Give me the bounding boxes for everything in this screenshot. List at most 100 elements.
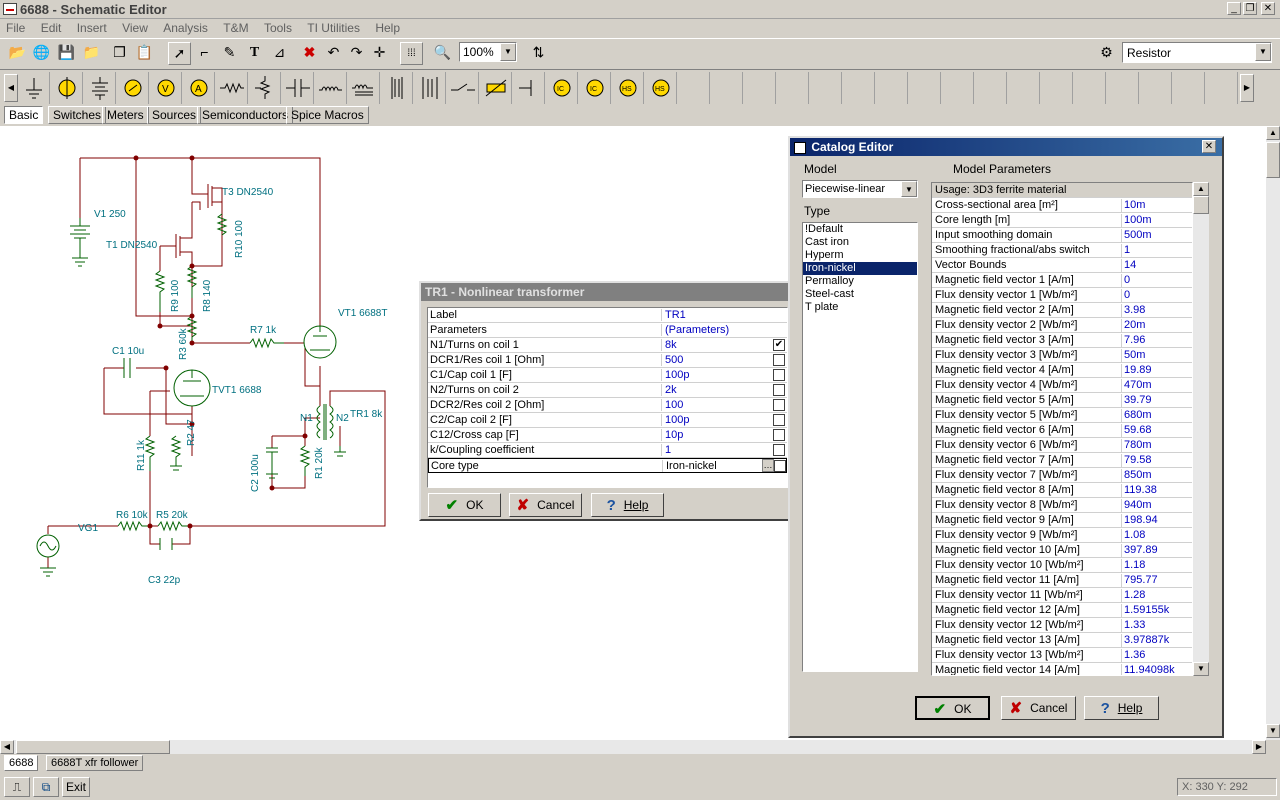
table-row[interactable]: Cross-sectional area [m²]10m bbox=[932, 198, 1192, 213]
hs-source-2-icon[interactable]: HS bbox=[645, 72, 677, 104]
tab-basic[interactable]: Basic bbox=[4, 106, 44, 124]
table-row[interactable]: Magnetic field vector 1 [A/m]0 bbox=[932, 273, 1192, 288]
table-row[interactable]: C12/Cross cap [F]10p bbox=[428, 428, 787, 443]
catalog-ok-button[interactable]: ✔OK bbox=[915, 696, 990, 720]
menu-tools[interactable]: Tools bbox=[263, 21, 292, 35]
param-value[interactable]: 20m bbox=[1121, 319, 1192, 333]
param-value[interactable]: 470m bbox=[1121, 379, 1192, 393]
property-value[interactable]: 8k bbox=[661, 339, 761, 351]
property-checkbox[interactable]: ✔ bbox=[773, 339, 785, 351]
table-row[interactable]: Magnetic field vector 14 [A/m]11.94098k bbox=[932, 663, 1192, 675]
property-value[interactable]: 1 bbox=[661, 444, 761, 456]
param-value[interactable]: 3.97887k bbox=[1121, 634, 1192, 648]
open-icon[interactable]: 📁 bbox=[82, 44, 101, 60]
scroll-down-icon[interactable]: ▼ bbox=[1266, 724, 1280, 738]
chevron-down-icon[interactable]: ▼ bbox=[500, 43, 516, 61]
table-row[interactable]: Magnetic field vector 2 [A/m]3.98 bbox=[932, 303, 1192, 318]
current-controlled-source-icon[interactable]: IC bbox=[546, 72, 578, 104]
menu-insert[interactable]: Insert bbox=[76, 21, 107, 35]
property-checkbox[interactable] bbox=[774, 460, 786, 472]
catalog-cancel-button[interactable]: ✘Cancel bbox=[1001, 696, 1076, 720]
table-row[interactable]: Flux density vector 3 [Wb/m²]50m bbox=[932, 348, 1192, 363]
inductor-core-icon[interactable] bbox=[348, 72, 380, 104]
open-folder-icon[interactable]: 📂 bbox=[8, 44, 27, 60]
menu-analysis[interactable]: Analysis bbox=[163, 21, 208, 35]
param-value[interactable]: 198.94 bbox=[1121, 514, 1192, 528]
param-value[interactable]: 39.79 bbox=[1121, 394, 1192, 408]
menu-edit[interactable]: Edit bbox=[40, 21, 62, 35]
list-item[interactable]: !Default bbox=[805, 223, 843, 235]
delete-icon[interactable]: ✖ bbox=[303, 44, 316, 60]
table-row[interactable]: Flux density vector 8 [Wb/m²]940m bbox=[932, 498, 1192, 513]
scroll-left-icon[interactable]: ◀ bbox=[0, 740, 14, 754]
pencil-icon[interactable]: ✎ bbox=[223, 44, 236, 60]
tab-sources[interactable]: Sources bbox=[147, 106, 202, 124]
core-type-value[interactable]: Iron-nickel bbox=[662, 460, 762, 472]
param-value[interactable]: 1.36 bbox=[1121, 649, 1192, 663]
redo-icon[interactable]: ↷ bbox=[350, 44, 363, 60]
param-value[interactable]: 1.18 bbox=[1121, 559, 1192, 573]
doc-tab-6688t[interactable]: 6688T xfr follower bbox=[46, 755, 144, 771]
list-item[interactable]: Permalloy bbox=[805, 275, 854, 287]
table-row[interactable]: Flux density vector 12 [Wb/m²]1.33 bbox=[932, 618, 1192, 633]
property-value[interactable]: 100p bbox=[661, 414, 761, 426]
param-value[interactable]: 3.98 bbox=[1121, 304, 1192, 318]
inductor-icon[interactable] bbox=[315, 72, 347, 104]
table-row[interactable]: Magnetic field vector 7 [A/m]79.58 bbox=[932, 453, 1192, 468]
table-row[interactable]: Magnetic field vector 5 [A/m]39.79 bbox=[932, 393, 1192, 408]
table-row[interactable]: DCR2/Res coil 2 [Ohm]100 bbox=[428, 398, 787, 413]
component-wizard-icon[interactable]: ⚙ bbox=[1100, 44, 1113, 60]
hs-source-icon[interactable]: HS bbox=[612, 72, 644, 104]
param-value[interactable]: 397.89 bbox=[1121, 544, 1192, 558]
scroll-up-icon[interactable]: ▲ bbox=[1193, 182, 1209, 196]
table-row[interactable]: Magnetic field vector 11 [A/m]795.77 bbox=[932, 573, 1192, 588]
property-checkbox[interactable] bbox=[773, 414, 785, 426]
table-row[interactable]: Flux density vector 11 [Wb/m²]1.28 bbox=[932, 588, 1192, 603]
table-row[interactable]: Core length [m]100m bbox=[932, 213, 1192, 228]
table-row[interactable]: Magnetic field vector 4 [A/m]19.89 bbox=[932, 363, 1192, 378]
tab-meters[interactable]: Meters bbox=[102, 106, 149, 124]
list-item[interactable]: Steel-cast bbox=[805, 288, 854, 300]
table-row[interactable]: Magnetic field vector 10 [A/m]397.89 bbox=[932, 543, 1192, 558]
capacitor-bank-icon[interactable] bbox=[84, 72, 116, 104]
wire-icon[interactable]: ⌐ bbox=[200, 44, 209, 60]
vertical-scroll-thumb[interactable] bbox=[1266, 142, 1280, 178]
param-value[interactable]: 59.68 bbox=[1121, 424, 1192, 438]
table-row[interactable]: Flux density vector 4 [Wb/m²]470m bbox=[932, 378, 1192, 393]
property-checkbox[interactable] bbox=[773, 399, 785, 411]
diagram-mode-icon[interactable]: ⧉ bbox=[33, 777, 59, 797]
param-value[interactable]: 940m bbox=[1121, 499, 1192, 513]
vertical-scrollbar[interactable]: ▲ ▼ bbox=[1266, 126, 1280, 740]
param-value[interactable]: 7.96 bbox=[1121, 334, 1192, 348]
potentiometer-icon[interactable] bbox=[249, 72, 281, 104]
list-item[interactable]: Cast iron bbox=[805, 236, 850, 248]
table-row[interactable]: Magnetic field vector 8 [A/m]119.38 bbox=[932, 483, 1192, 498]
type-list[interactable]: !Default Cast iron Hyperm Iron-nickel Pe… bbox=[802, 222, 918, 672]
table-row[interactable]: Parameters(Parameters) bbox=[428, 323, 787, 338]
param-value[interactable]: 14 bbox=[1121, 259, 1192, 273]
junction-icon[interactable]: ✛ bbox=[373, 44, 386, 60]
property-checkbox[interactable] bbox=[773, 369, 785, 381]
text-icon[interactable]: T bbox=[249, 45, 260, 60]
menu-ti-utilities[interactable]: TI Utilities bbox=[307, 21, 360, 35]
scroll-right-icon[interactable]: ▶ bbox=[1252, 740, 1266, 754]
globe-open-icon[interactable]: 🌐 bbox=[32, 44, 51, 60]
undo-icon[interactable]: ↶ bbox=[327, 44, 340, 60]
grid-icon[interactable]: ⁞⁞⁞ bbox=[400, 42, 423, 65]
table-row[interactable]: Flux density vector 1 [Wb/m²]0 bbox=[932, 288, 1192, 303]
list-item[interactable]: T plate bbox=[805, 301, 839, 313]
chevron-right-icon[interactable]: ▶ bbox=[1240, 74, 1254, 102]
property-value[interactable]: 2k bbox=[661, 384, 761, 396]
param-value[interactable]: 1.28 bbox=[1121, 589, 1192, 603]
voltmeter-icon[interactable]: V bbox=[150, 72, 182, 104]
table-row[interactable]: Magnetic field vector 3 [A/m]7.96 bbox=[932, 333, 1192, 348]
table-row[interactable]: Magnetic field vector 12 [A/m]1.59155k bbox=[932, 603, 1192, 618]
save-icon[interactable]: 💾 bbox=[57, 44, 76, 60]
table-row[interactable]: Magnetic field vector 6 [A/m]59.68 bbox=[932, 423, 1192, 438]
catalog-help-button[interactable]: ?Help bbox=[1084, 696, 1159, 720]
property-checkbox[interactable] bbox=[773, 429, 785, 441]
table-row[interactable]: Flux density vector 2 [Wb/m²]20m bbox=[932, 318, 1192, 333]
